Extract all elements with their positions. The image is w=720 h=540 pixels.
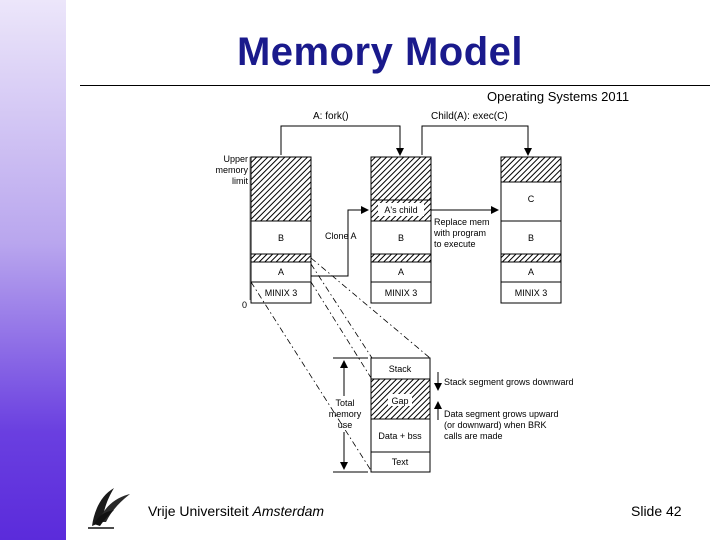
col2-cell-a: A bbox=[398, 267, 404, 277]
university-logo-icon bbox=[88, 488, 130, 529]
upper-label-2: memory bbox=[215, 165, 248, 175]
stack-growth-label: Stack segment grows downward bbox=[444, 377, 574, 387]
upper-label-1: Upper bbox=[223, 154, 248, 164]
col1-cell-a: A bbox=[278, 267, 284, 277]
total-label-2: memory bbox=[329, 409, 362, 419]
segment-stack: Stack bbox=[389, 364, 412, 374]
total-memory-arrows bbox=[333, 357, 368, 473]
clone-label: Clone A bbox=[325, 231, 357, 241]
footer-university-city: Amsterdam bbox=[252, 503, 325, 519]
data-growth-label-3: calls are made bbox=[444, 431, 503, 441]
gap-label-bg bbox=[388, 394, 412, 406]
segment-gap: Gap bbox=[391, 396, 408, 406]
col3-cell-minix: MINIX 3 bbox=[515, 288, 548, 298]
exec-bracket bbox=[421, 125, 532, 156]
col3-cell-b: B bbox=[528, 233, 534, 243]
data-growth-label-1: Data segment grows upward bbox=[444, 409, 559, 419]
slide-title: Memory Model bbox=[236, 30, 524, 74]
segment-column bbox=[370, 357, 431, 473]
memory-column-1 bbox=[250, 156, 312, 304]
col2-cell-child: A's child bbox=[384, 205, 417, 215]
fork-label: A: fork() bbox=[313, 111, 349, 122]
clone-arrow bbox=[311, 206, 369, 277]
title-divider bbox=[80, 85, 710, 86]
col3-cell-c: C bbox=[528, 194, 535, 204]
total-label-3: use bbox=[338, 420, 353, 430]
footer-university: Vrije Universiteit Amsterdam bbox=[148, 503, 324, 519]
fork-bracket bbox=[280, 125, 404, 156]
slide-subtitle: Operating Systems 2011 bbox=[487, 89, 630, 104]
exec-label: Child(A): exec(C) bbox=[431, 111, 508, 122]
data-growth-label-2: (or downward) when BRK bbox=[444, 420, 547, 430]
col1-cell-b: B bbox=[278, 233, 284, 243]
child-label-bg bbox=[378, 203, 424, 216]
memory-column-3 bbox=[500, 156, 562, 304]
replace-label-2: with program bbox=[433, 228, 486, 238]
upper-label-3: limit bbox=[232, 176, 248, 186]
memory-column-2 bbox=[370, 156, 432, 304]
zero-label: 0 bbox=[242, 300, 247, 310]
segment-data-bss: Data + bss bbox=[378, 431, 422, 441]
col2-cell-b: B bbox=[398, 233, 404, 243]
col3-cell-a: A bbox=[528, 267, 534, 277]
footer-university-name: Vrije Universiteit bbox=[148, 503, 253, 519]
slide-number: Slide 42 bbox=[631, 503, 682, 519]
replace-label-1: Replace mem bbox=[434, 217, 490, 227]
sidebar-gradient bbox=[0, 0, 66, 540]
total-label-1: Total bbox=[335, 398, 354, 408]
col1-cell-minix: MINIX 3 bbox=[265, 288, 298, 298]
replace-label-3: to execute bbox=[434, 239, 476, 249]
col2-cell-minix: MINIX 3 bbox=[385, 288, 418, 298]
segment-text: Text bbox=[392, 457, 409, 467]
